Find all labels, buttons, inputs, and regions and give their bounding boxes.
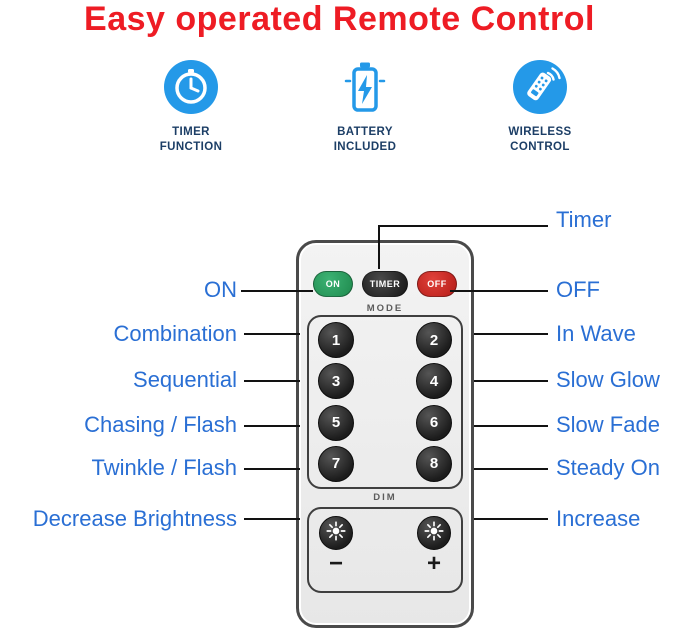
callout-in-wave: In Wave: [556, 321, 636, 346]
callout-line-timer-h: [378, 225, 548, 227]
feature-wireless-control: WIRELESS CONTROL: [475, 60, 605, 155]
feature-battery-included: BATTERY INCLUDED: [300, 60, 430, 155]
callout-line: [244, 468, 300, 470]
callout-increase: Increase: [556, 506, 641, 531]
callout-sequential: Sequential: [133, 367, 237, 392]
mode-button-panel: 1 2 3 4 5 6 7 8: [307, 315, 463, 489]
plus-sign: +: [426, 550, 441, 577]
callout-line: [241, 290, 313, 292]
sun-icon: [424, 520, 444, 546]
mode-button-4[interactable]: 4: [416, 363, 452, 400]
feature-label-line: BATTERY: [337, 126, 393, 138]
dim-button-panel: − +: [307, 507, 463, 593]
callout-combination: Combination: [113, 321, 237, 346]
callout-line: [474, 333, 548, 335]
callout-line: [244, 425, 300, 427]
timer-button[interactable]: TIMER: [362, 271, 408, 297]
dim-section-label: DIM: [373, 492, 397, 503]
sun-icon: [326, 520, 346, 546]
mode-button-2[interactable]: 2: [416, 322, 452, 359]
mode-button-3[interactable]: 3: [318, 363, 354, 400]
callout-twinkle-flash: Twinkle / Flash: [91, 455, 238, 480]
feature-label-line: FUNCTION: [159, 140, 223, 153]
callout-slow-glow: Slow Glow: [556, 367, 660, 392]
feature-label-line: TIMER: [172, 126, 210, 138]
feature-label-line: WIRELESS: [508, 126, 572, 138]
feature-label-line: CONTROL: [510, 140, 570, 153]
callout-line: [244, 518, 300, 520]
battery-icon: [300, 60, 430, 116]
timer-clock-icon: [126, 60, 256, 116]
callout-off: OFF: [556, 277, 600, 302]
callout-line: [474, 380, 548, 382]
page-title: Easy operated Remote Control: [84, 0, 595, 38]
callout-timer: Timer: [556, 207, 612, 232]
callout-decrease-brightness: Decrease Brightness: [32, 506, 237, 531]
feature-label-line: INCLUDED: [333, 140, 397, 153]
callout-line: [474, 518, 548, 520]
minus-sign: −: [329, 550, 344, 577]
callout-line: [474, 468, 548, 470]
callout-line: [244, 380, 300, 382]
mode-section-label: MODE: [366, 303, 404, 314]
callout-slow-fade: Slow Fade: [556, 412, 660, 437]
wireless-remote-icon: [475, 60, 605, 116]
mode-button-5[interactable]: 5: [318, 404, 354, 441]
power-button-row: ON TIMER OFF: [299, 271, 471, 297]
feature-timer-function: TIMER FUNCTION: [126, 60, 256, 155]
on-button[interactable]: ON: [313, 271, 353, 297]
callout-steady-on: Steady On: [556, 455, 660, 480]
callout-line-timer-v: [378, 225, 380, 269]
callout-chasing-flash: Chasing / Flash: [84, 412, 237, 437]
brightness-increase-button[interactable]: [417, 516, 451, 550]
mode-button-1[interactable]: 1: [318, 322, 354, 359]
mode-button-6[interactable]: 6: [416, 404, 452, 441]
brightness-decrease-button[interactable]: [319, 516, 353, 550]
callout-on: ON: [204, 277, 237, 302]
mode-button-7[interactable]: 7: [318, 445, 354, 482]
remote-control: ON TIMER OFF MODE 1 2 3 4 5 6 7 8 DIM: [296, 240, 474, 628]
off-button[interactable]: OFF: [417, 271, 457, 297]
callout-line: [450, 290, 548, 292]
mode-button-8[interactable]: 8: [416, 445, 452, 482]
callout-line: [244, 333, 300, 335]
callout-line: [474, 425, 548, 427]
